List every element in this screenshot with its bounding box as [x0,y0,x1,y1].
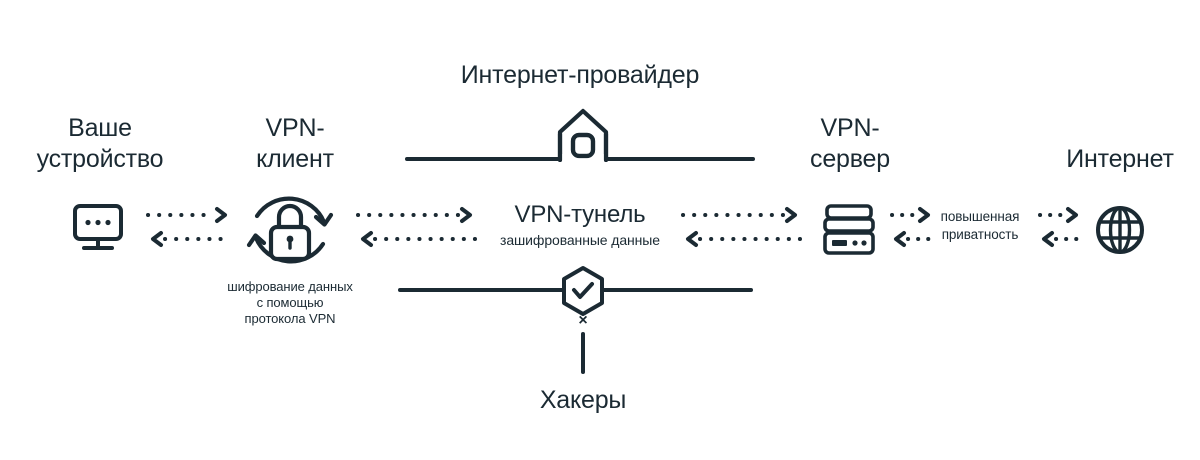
hexagon-check-icon [558,265,608,317]
tunnel-subtitle: зашифрованные данные [500,232,660,248]
monitor-icon [70,203,126,253]
hackers-connector-line [581,332,585,374]
device-label: Ваше устройство [36,114,164,173]
hackers-label: Хакеры [539,386,627,414]
globe-icon [1095,205,1145,255]
arrow-pair-server-privacy [890,205,936,251]
blocked-marker: × [578,312,588,329]
arrow-pair-client-tunnel [355,205,480,251]
house-icon [552,106,614,162]
provider-title: Интернет-провайдер [460,61,700,89]
arrow-pair-tunnel-server [680,205,805,251]
arrow-pair-privacy-internet [1038,205,1084,251]
internet-label: Интернет [1066,145,1174,173]
encryption-caption: шифрование данных с помощью протокола VP… [227,279,353,326]
server-icon [822,204,876,256]
tunnel-title: VPN-тунель [514,201,646,228]
lock-refresh-icon [242,182,338,278]
arrow-pair-device-client [145,205,235,251]
privacy-caption: повышенная приватность [940,209,1020,242]
vpn-server-label: VPN- сервер [810,114,890,173]
vpn-client-label: VPN- клиент [256,114,334,173]
